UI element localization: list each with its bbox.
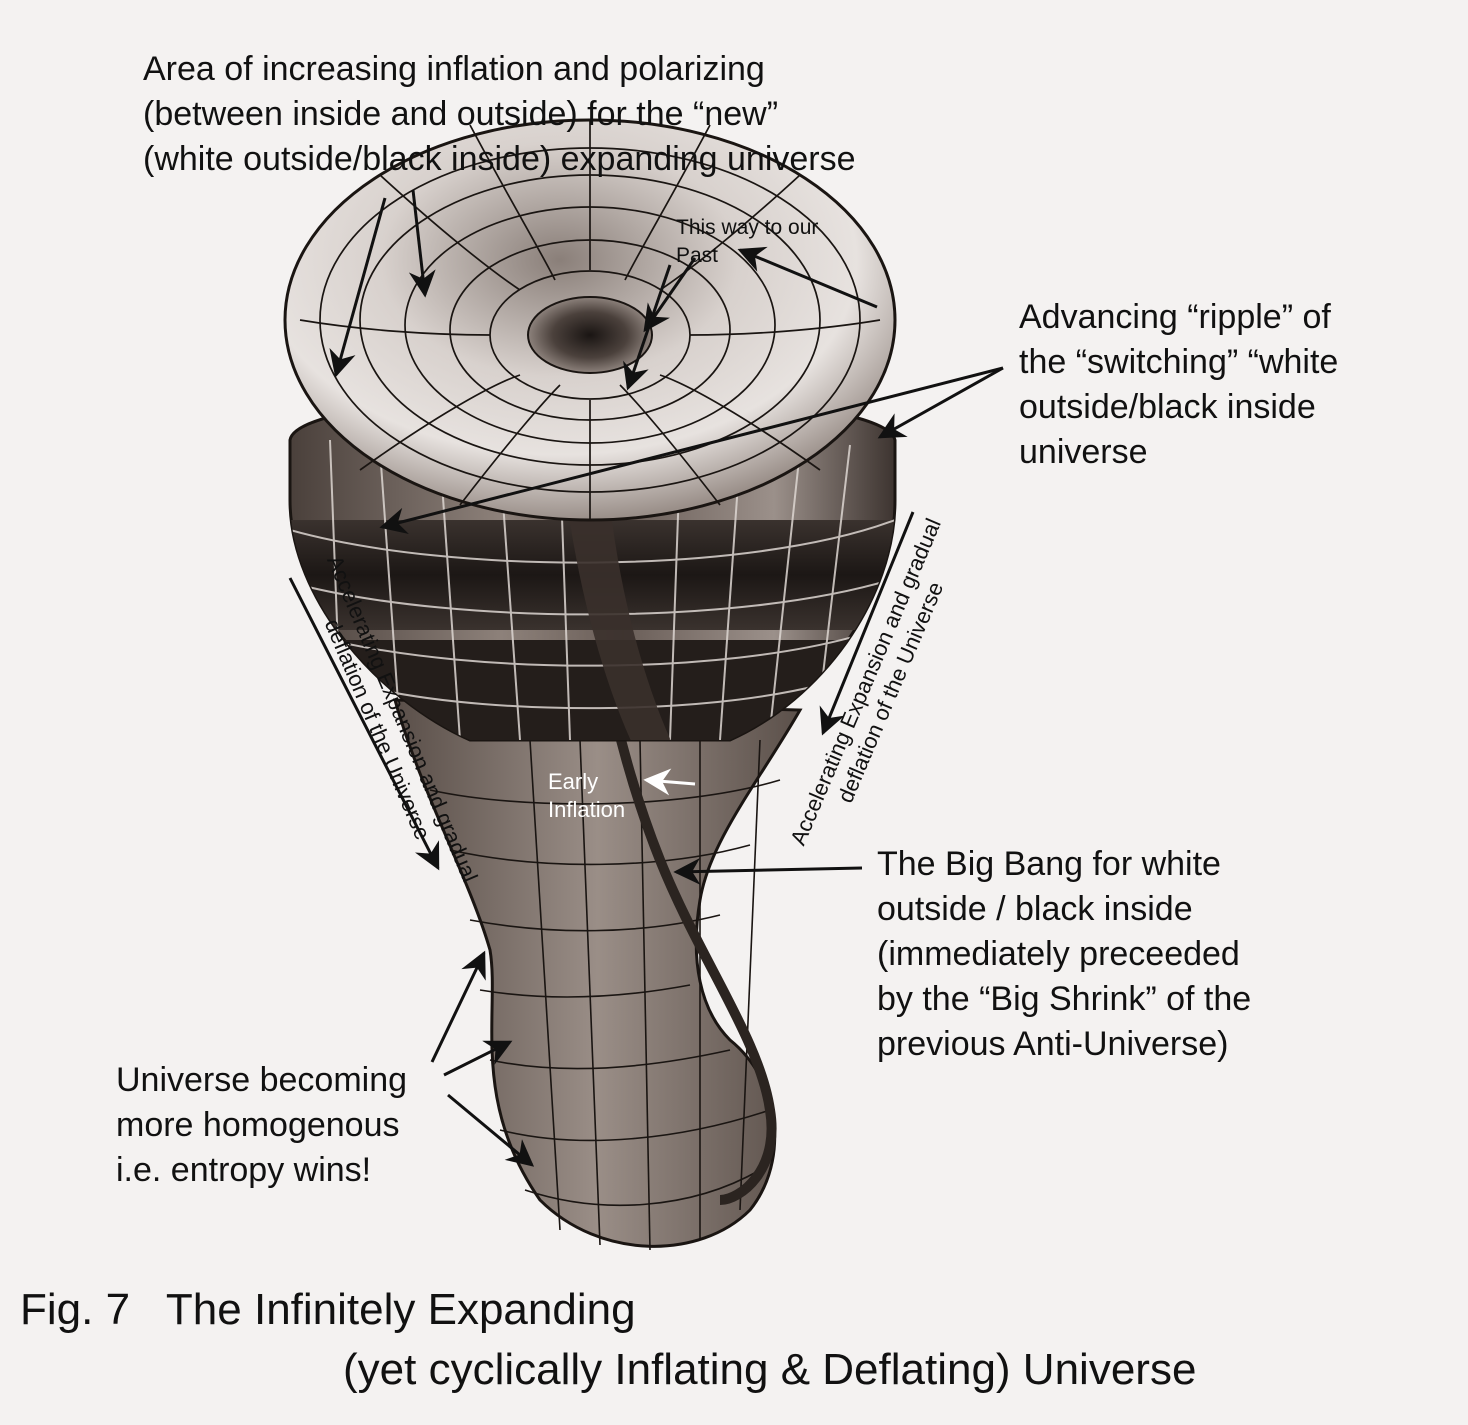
central-throat: [527, 296, 653, 374]
early-inflation-arrow: [643, 768, 696, 796]
figure-caption-line1: Fig. 7 The Infinitely Expanding: [20, 1285, 636, 1334]
big-bang-annotation: The Big Bang for white outside / black i…: [877, 845, 1252, 1063]
figure-caption-line2: (yet cyclically Inflating & Deflating) U…: [343, 1345, 1197, 1394]
ripple-annotation: Advancing “ripple” of the “switching” “w…: [1019, 298, 1339, 471]
past-annotation: This way to our Past: [676, 216, 819, 267]
torus-grid: [299, 120, 881, 520]
early-inflation-label: Early Inflation: [548, 769, 626, 822]
top-annotation: Area of increasing inflation and polariz…: [143, 50, 856, 178]
annotation-arrows: [288, 189, 1004, 1167]
homogenous-annotation: Universe becoming more homogenous i.e. e…: [116, 1061, 408, 1189]
